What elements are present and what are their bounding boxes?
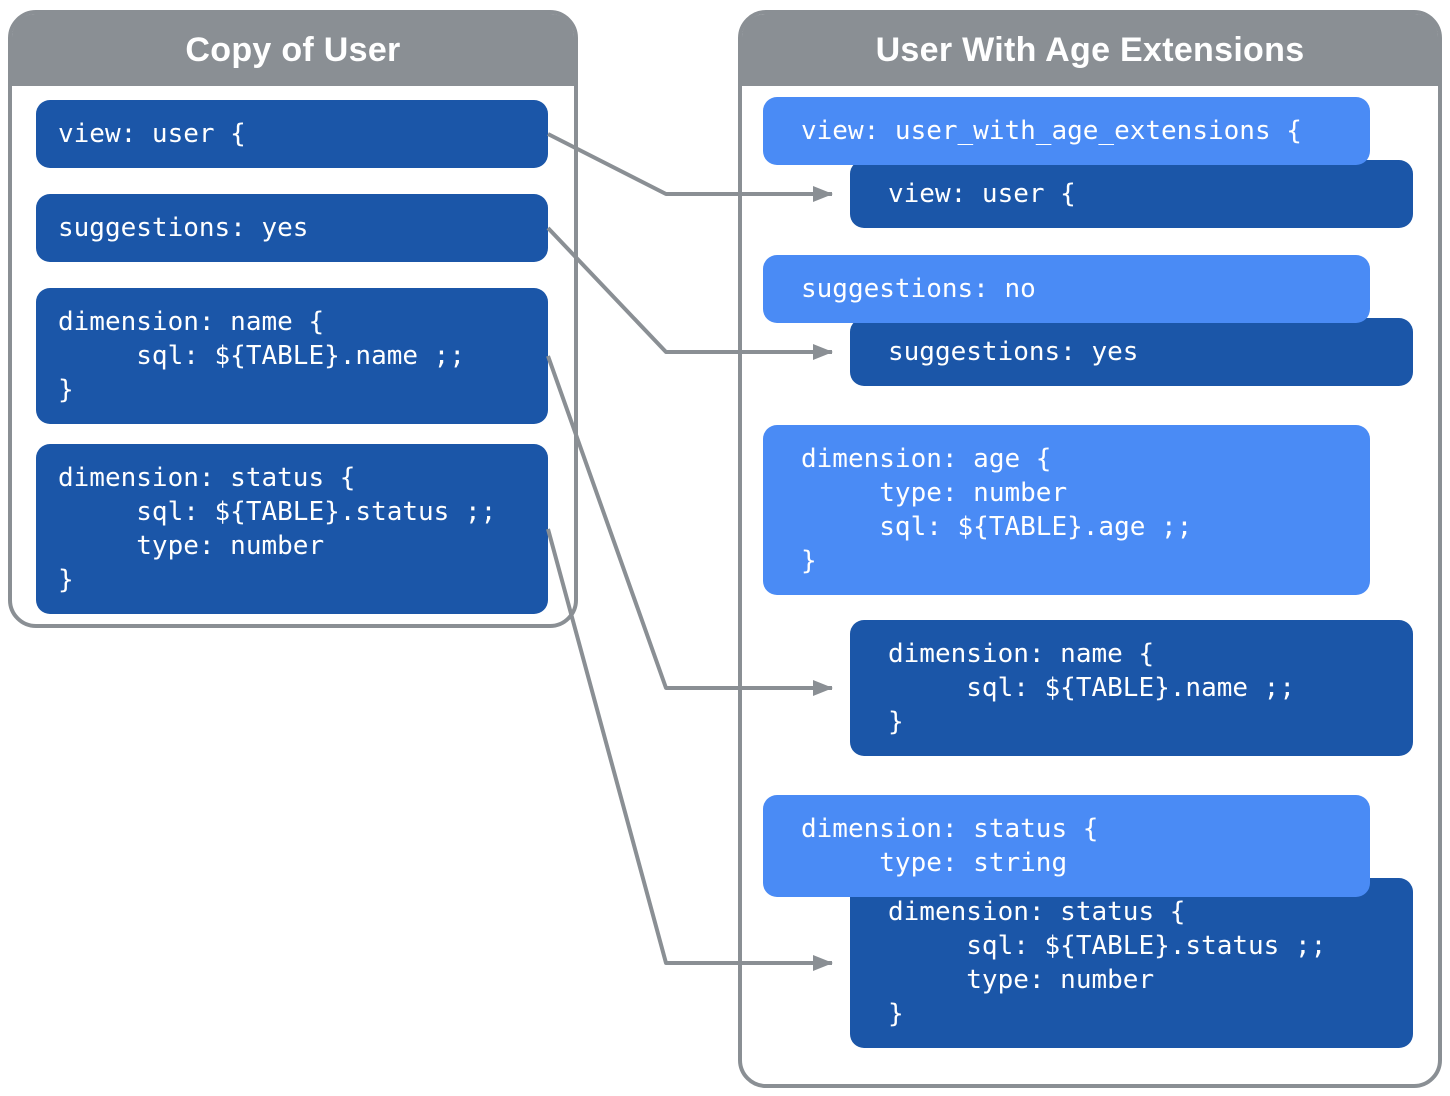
code-block-left-view: view: user {	[36, 100, 548, 168]
code-block-left-dim-name: dimension: name { sql: ${TABLE}.name ;; …	[36, 288, 548, 424]
code-text-right-dim-name: dimension: name { sql: ${TABLE}.name ;; …	[888, 639, 1295, 737]
code-text-right-suggestions-override: suggestions: no	[801, 274, 1036, 304]
code-text-right-suggestions-base: suggestions: yes	[888, 337, 1139, 367]
code-block-right-view-base: view: user {	[850, 160, 1413, 228]
panel-copy-of-user-header: Copy of User	[12, 14, 574, 86]
panel-copy-of-user-title: Copy of User	[185, 30, 401, 69]
code-block-right-dim-age: dimension: age { type: number sql: ${TAB…	[763, 425, 1370, 595]
code-block-left-suggestions: suggestions: yes	[36, 194, 548, 262]
code-block-right-dim-status-base: dimension: status { sql: ${TABLE}.status…	[850, 878, 1413, 1048]
code-text-right-dim-status-override: dimension: status { type: string	[801, 814, 1099, 878]
code-text-right-dim-age: dimension: age { type: number sql: ${TAB…	[801, 444, 1193, 576]
code-text-right-view-base: view: user {	[888, 179, 1076, 209]
code-text-right-dim-status-base: dimension: status { sql: ${TABLE}.status…	[888, 897, 1327, 1029]
code-block-right-suggestions-base: suggestions: yes	[850, 318, 1413, 386]
code-block-right-dim-name: dimension: name { sql: ${TABLE}.name ;; …	[850, 620, 1413, 756]
code-text-left-dim-name: dimension: name { sql: ${TABLE}.name ;; …	[58, 307, 465, 405]
code-text-left-suggestions: suggestions: yes	[58, 213, 309, 243]
code-text-right-view-override: view: user_with_age_extensions {	[801, 116, 1302, 146]
code-block-left-dim-status: dimension: status { sql: ${TABLE}.status…	[36, 444, 548, 614]
panel-user-with-age-extensions-header: User With Age Extensions	[742, 14, 1438, 86]
code-text-left-view: view: user {	[58, 119, 246, 149]
code-text-left-dim-status: dimension: status { sql: ${TABLE}.status…	[58, 463, 497, 595]
code-block-right-view-override: view: user_with_age_extensions {	[763, 97, 1370, 165]
code-block-right-dim-status-override: dimension: status { type: string	[763, 795, 1370, 897]
code-block-right-suggestions-override: suggestions: no	[763, 255, 1370, 323]
panel-user-with-age-extensions-title: User With Age Extensions	[875, 30, 1305, 69]
